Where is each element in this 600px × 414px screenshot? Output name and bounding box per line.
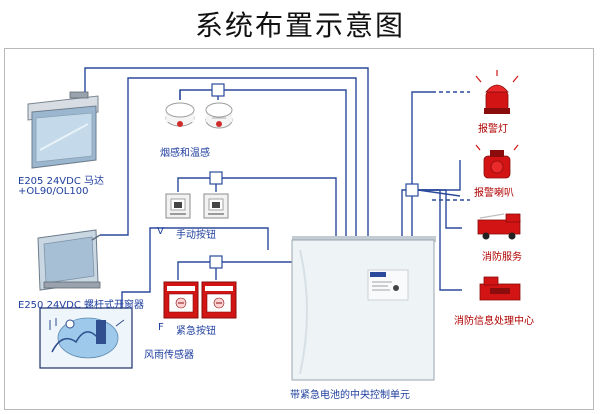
emergency-button-marker: F xyxy=(158,322,164,333)
junction-box-manual xyxy=(209,171,223,185)
central-control-unit-icon xyxy=(291,236,436,381)
alarm-light-icon xyxy=(475,70,519,114)
wire-window-opener xyxy=(100,77,357,240)
window-opener-icon xyxy=(37,229,101,291)
output-label-fire-info-center: 消防信息处理中心 xyxy=(454,316,534,327)
output-label-fire-service: 消防服务 xyxy=(482,252,522,263)
emergency-button-left-icon xyxy=(163,281,199,319)
rain-wind-sensor-icon xyxy=(39,307,133,369)
window-opener-label: E250 24VDC 螺杆式开窗器 xyxy=(18,300,145,311)
alarm-horn-icon xyxy=(475,144,519,179)
output-label-alarm-light: 报警灯 xyxy=(478,124,508,135)
central-unit-label: 带紧急电池的中央控制单元 xyxy=(290,390,410,401)
wire-window-motor xyxy=(84,67,369,240)
window-motor-label-line1: E205 24VDC 马达 xyxy=(18,176,105,187)
junction-box-outputs xyxy=(405,183,419,197)
manual-button-right-icon xyxy=(203,193,229,219)
smoke-heat-label: 烟感和温感 xyxy=(160,148,210,159)
wire-manual-button xyxy=(177,177,337,240)
fire-service-icon xyxy=(477,213,521,240)
smoke-detector-icon xyxy=(165,102,195,127)
manual-button-left-icon xyxy=(165,193,191,219)
manual-button-label: 手动按钮 xyxy=(176,230,216,241)
manual-button-marker: V xyxy=(157,226,164,237)
diagram-title: 系统布置示意图 xyxy=(194,9,405,42)
emergency-button-label: 紧急按钮 xyxy=(176,326,216,337)
junction-box-emergency xyxy=(209,255,223,269)
diagram-frame xyxy=(4,48,594,410)
window-motor-icon xyxy=(27,91,99,169)
window-motor-label-line2: +OL90/OL100 xyxy=(18,186,89,197)
junction-box-smoke xyxy=(211,83,225,97)
output-label-alarm-horn: 报警喇叭 xyxy=(474,188,514,199)
rain-sensor-label: 风雨传感器 xyxy=(144,350,194,361)
wire-rain-sensor xyxy=(121,227,269,320)
fire-info-center-icon xyxy=(479,276,521,301)
junction-boxes xyxy=(209,83,419,269)
heat-detector-icon xyxy=(205,102,233,129)
emergency-button-right-icon xyxy=(201,281,237,319)
